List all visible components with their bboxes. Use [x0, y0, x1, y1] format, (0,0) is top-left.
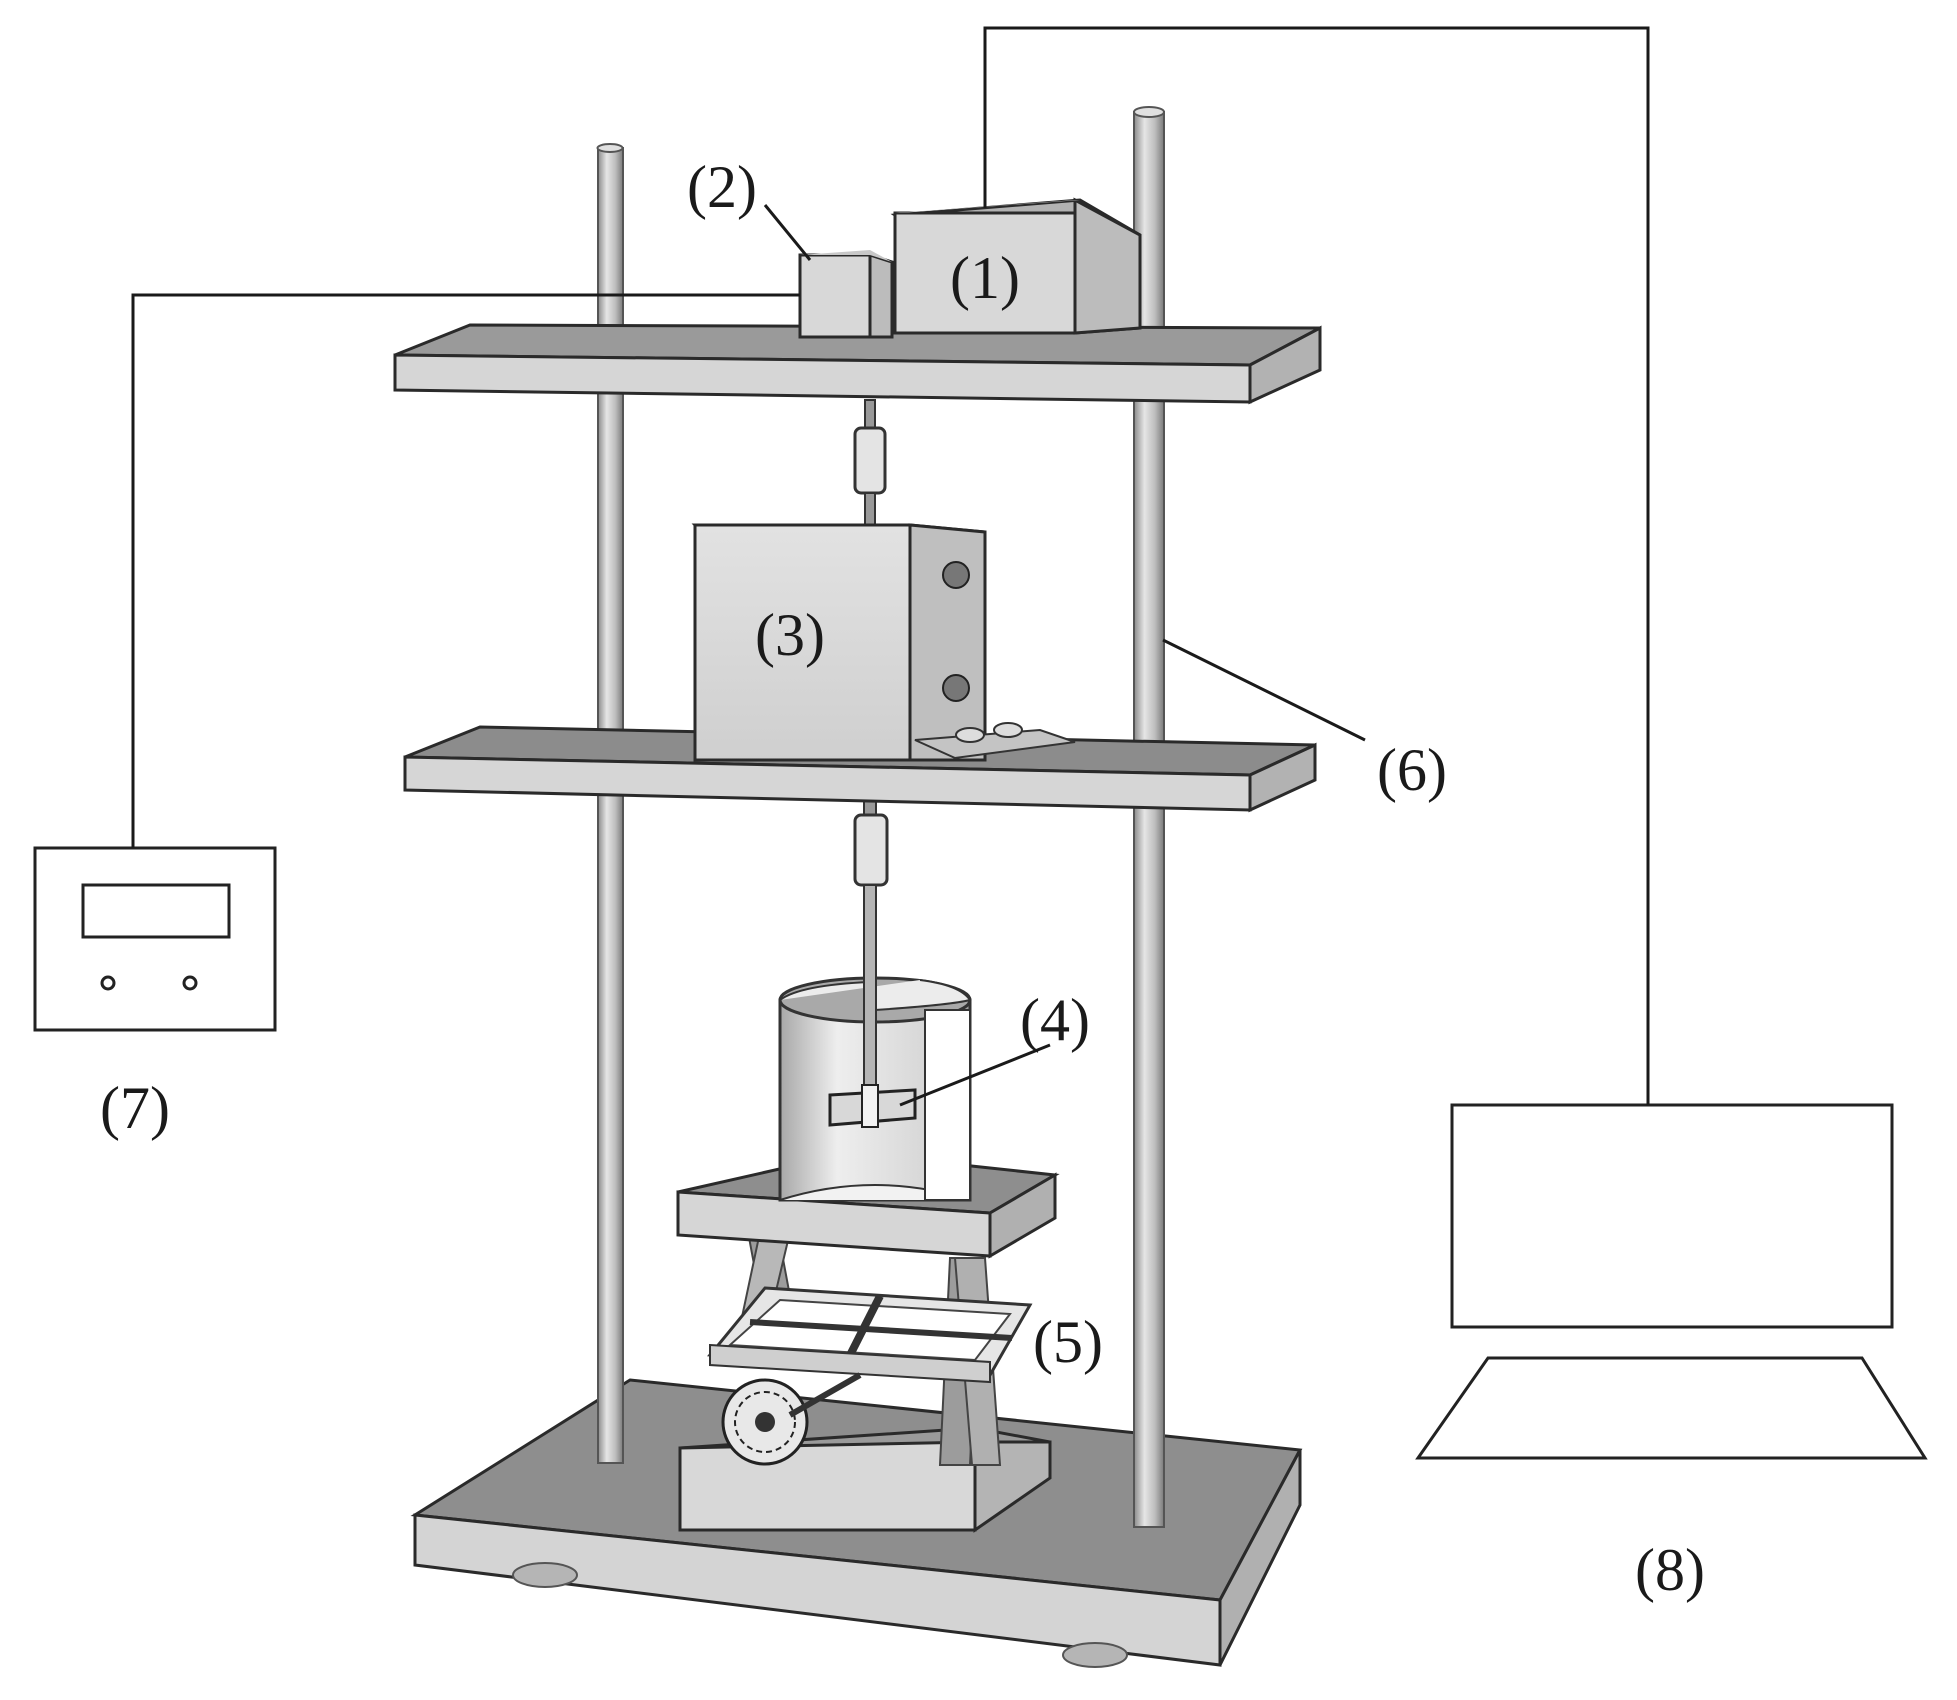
monitor [1450, 1103, 1894, 1329]
labels: (1) (2) (3) (4) (5) (6) (7) (8) [100, 154, 1705, 1603]
label-4: (4) [1020, 987, 1090, 1053]
stirrer [828, 399, 917, 1128]
knob-right [182, 975, 198, 991]
box-2 [798, 250, 894, 339]
leader-lines [763, 204, 1366, 1107]
motor-housing [691, 523, 1076, 762]
display-screen [81, 883, 231, 939]
label-6: (6) [1377, 737, 1447, 803]
box-1 [890, 197, 1142, 335]
foot-right [1062, 1642, 1128, 1668]
label-3: (3) [755, 602, 825, 668]
connection-wires [131, 26, 1650, 1105]
label-7: (7) [100, 1075, 170, 1141]
foot-left [512, 1562, 578, 1588]
top-plate [393, 323, 1322, 405]
wire-box2-to-controller [131, 293, 800, 848]
upper-coupling [853, 426, 887, 495]
label-8: (8) [1635, 1537, 1705, 1603]
knob-left [100, 975, 116, 991]
scissor-lift [678, 1231, 1052, 1533]
keyboard [1415, 1356, 1928, 1460]
label-2: (2) [687, 154, 757, 220]
computer [1415, 1103, 1928, 1460]
wire-box1-to-computer [983, 26, 1650, 1105]
label-1: (1) [950, 245, 1020, 311]
stirrer-shaft [863, 884, 877, 1096]
label-5: (5) [1033, 1309, 1103, 1375]
lower-coupling [853, 813, 889, 887]
controller-box [33, 846, 277, 1032]
